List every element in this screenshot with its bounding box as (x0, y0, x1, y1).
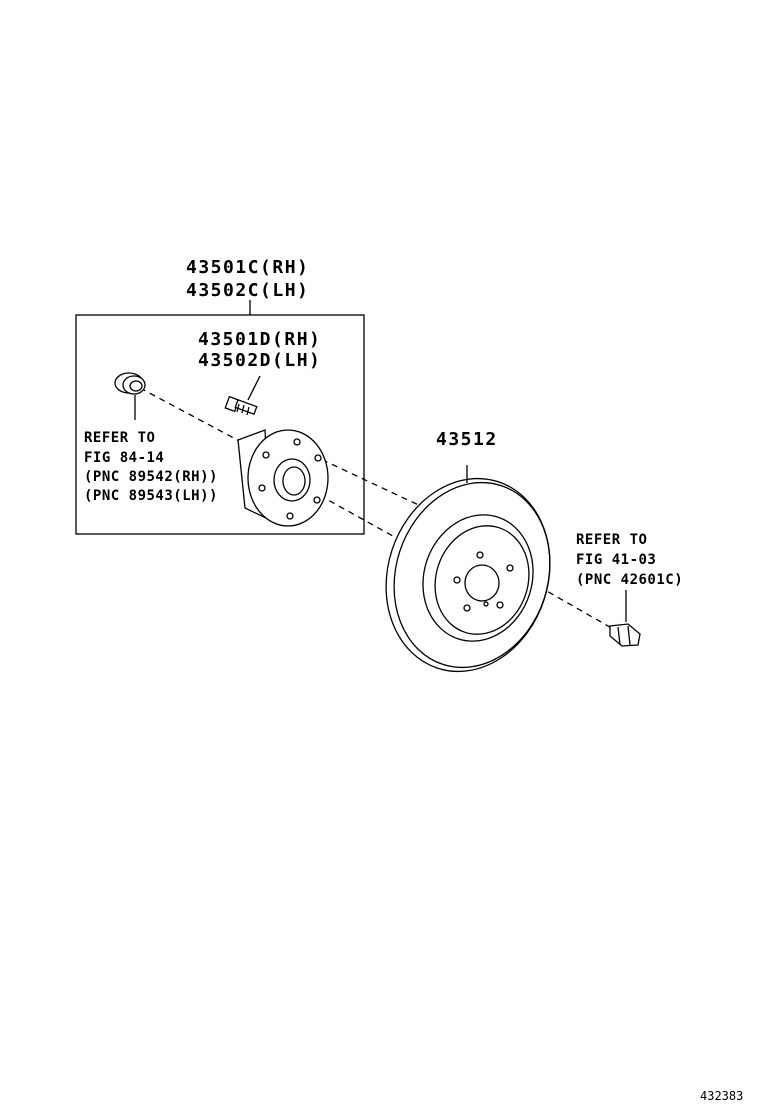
assembly-box (75, 314, 365, 535)
nut-ref-line1: REFER TO (576, 532, 648, 548)
illustration-id: 432383 (700, 1089, 744, 1103)
bearing-ref-line1: REFER TO (84, 430, 156, 446)
bearing-ref-line3: (PNC 89542(RH)) (84, 469, 218, 485)
bolt-leader (247, 375, 261, 401)
bearing-ref-line2: FIG 84-14 (84, 450, 165, 466)
nut-ref-line2: FIG 41-03 (576, 552, 657, 568)
bearing-ref-line4: (PNC 89543(LH)) (84, 488, 218, 504)
hub-assembly (237, 429, 329, 527)
bearing-part (114, 372, 146, 420)
wheel-nut (609, 590, 641, 647)
disc-rotor (385, 477, 551, 673)
nut-centerline (509, 569, 616, 631)
hub-bolt-label-rh: 43501D(RH) (198, 329, 322, 350)
nut-ref-line3: (PNC 42601C) (576, 572, 684, 588)
hub-bolt (224, 395, 258, 416)
hub-bolt-label-lh: 43502D(LH) (198, 350, 322, 371)
assembly-label-rh: 43501C(RH) (186, 257, 310, 278)
assembly-label-lh: 43502C(LH) (186, 280, 310, 301)
disc-label: 43512 (436, 429, 498, 450)
upper-centerline (311, 454, 426, 509)
